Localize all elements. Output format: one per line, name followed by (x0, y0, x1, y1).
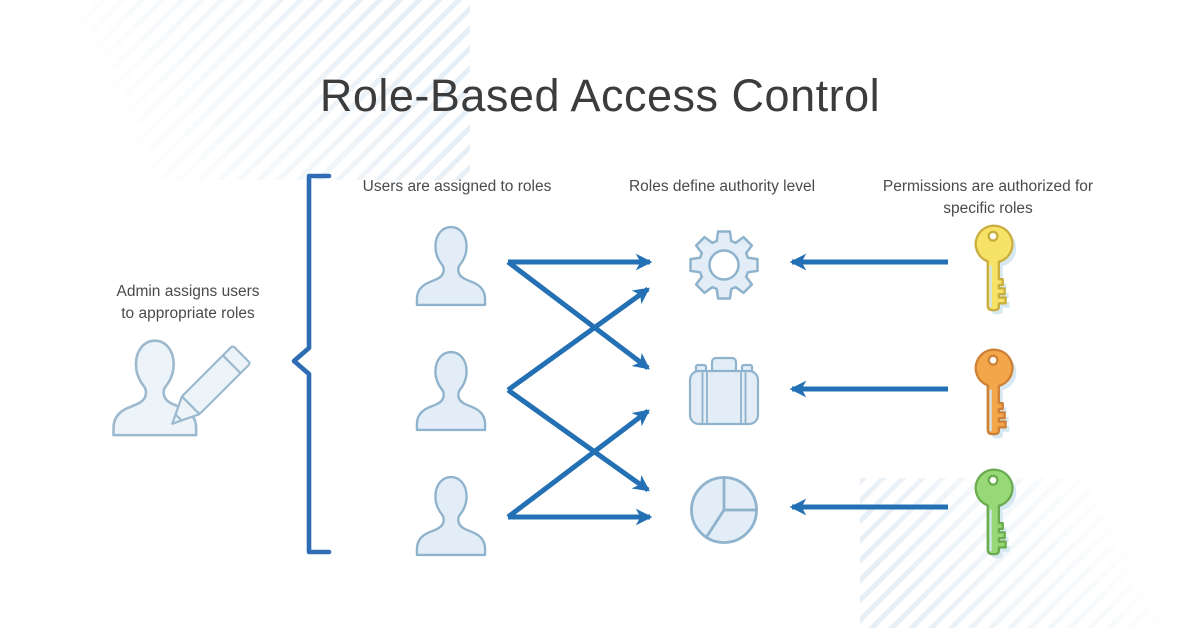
user-icon (415, 225, 487, 307)
corner-stripes-bottom-right (860, 478, 1200, 628)
admin-caption: Admin assigns users to appropriate roles (116, 283, 260, 322)
pencil-icon (171, 345, 251, 425)
arrow-user3-to-briefcase (506, 409, 650, 519)
key-icon (974, 224, 1017, 315)
admin-user-with-pencil-icon (112, 339, 251, 437)
arrow-user1-to-briefcase (506, 260, 650, 370)
header-roles-column: Roles define authority level (628, 178, 816, 195)
key-icon (974, 348, 1017, 439)
user-icon (415, 475, 487, 557)
header-permissions-column: Permissions are authorized for specific … (882, 178, 1094, 217)
admin-person-shape (112, 339, 198, 437)
user-icon (415, 350, 487, 432)
briefcase-icon (688, 356, 760, 426)
page-title: Role-Based Access Control (319, 70, 881, 121)
key-icon (974, 468, 1017, 559)
arrow-user2-to-gear (506, 286, 650, 393)
arrow-user2-to-pie (506, 387, 650, 493)
curly-brace (291, 173, 332, 555)
header-users-column: Users are assigned to roles (362, 178, 552, 195)
pie-chart-icon (690, 476, 758, 544)
gear-icon (689, 230, 759, 300)
